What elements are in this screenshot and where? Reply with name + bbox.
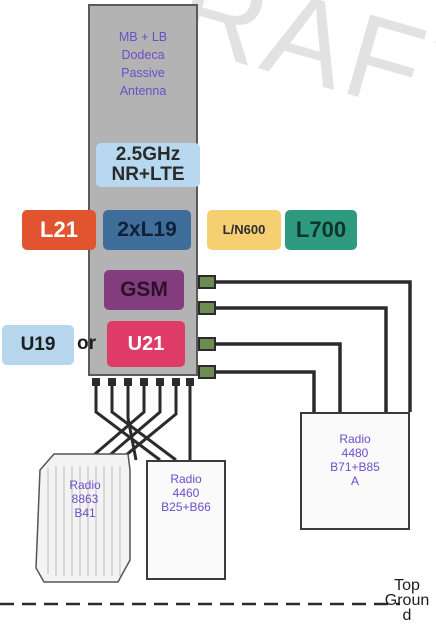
- radio-label: Radio 4480 B71+B85 A: [302, 432, 408, 488]
- side-port-connector: [198, 337, 216, 351]
- crossing-cable: [110, 394, 177, 462]
- side-port-connector: [198, 301, 216, 315]
- radio-8863: Radio 8863 B41: [40, 470, 130, 530]
- crossing-cable: [119, 394, 178, 462]
- ground-label-line: Groun: [384, 592, 430, 609]
- radio-label-line: A: [350, 474, 359, 488]
- radio-label-line: B25+B66: [161, 500, 211, 514]
- antenna-title-line: Antenna: [119, 84, 167, 98]
- band-tag-l700: L700: [285, 210, 357, 250]
- radio-4480: Radio 4480 B71+B85 A: [300, 412, 410, 530]
- top-ground-label: Top Groun d: [378, 577, 436, 624]
- side-port-connector: [198, 365, 216, 379]
- radio-label-line: B71+B85: [330, 460, 380, 474]
- band-tag-gsm: GSM: [104, 270, 184, 310]
- ground-label-line: Top: [394, 577, 420, 594]
- jumper-cable-3: [216, 342, 342, 412]
- crossing-cable: [126, 394, 138, 461]
- or-label: or: [77, 333, 96, 354]
- jumper-cable-4: [216, 370, 316, 412]
- band-tag-l21: L21: [22, 210, 96, 250]
- radio-label-line: 4460: [172, 486, 200, 500]
- antenna-title-line: MB + LB: [118, 30, 168, 44]
- jumper-cable-1: [216, 280, 412, 412]
- band-tag-2xl19: 2xL19: [103, 210, 191, 250]
- crossing-cable: [103, 394, 162, 462]
- band-tag-l-n600: L/N600: [207, 210, 281, 250]
- antenna-title: MB + LB Dodeca Passive Antenna: [90, 28, 196, 100]
- radio-label: Radio 8863 B41: [40, 478, 130, 520]
- dodeca-antenna: MB + LB Dodeca Passive Antenna: [88, 4, 198, 376]
- crossing-cable: [87, 394, 146, 462]
- radio-8863-housing: [35, 453, 131, 583]
- radio-label-line: B41: [74, 506, 96, 520]
- band-tag-u21: U21: [107, 321, 185, 367]
- radio-label-line: 8863: [71, 492, 99, 506]
- band-tag-u19: U19: [2, 325, 74, 365]
- ground-label-line: d: [402, 607, 412, 624]
- band-tag-2-5ghz-nr-lte: 2.5GHz NR+LTE: [96, 143, 200, 187]
- radio-label-line: Radio: [339, 432, 371, 446]
- band-tag-line: 2.5GHz: [115, 144, 181, 165]
- radio-label-line: Radio: [170, 472, 202, 486]
- radio-label-line: 4480: [341, 446, 369, 460]
- antenna-title-line: Dodeca: [121, 48, 165, 62]
- radio-label: Radio 4460 B25+B66: [148, 472, 224, 514]
- jumper-cable-2: [216, 306, 388, 412]
- antenna-title-line: Passive: [121, 66, 165, 80]
- band-tag-line: NR+LTE: [111, 164, 185, 185]
- radio-label-line: Radio: [69, 478, 101, 492]
- radio-4460: Radio 4460 B25+B66: [146, 460, 226, 580]
- side-port-connector: [198, 275, 216, 289]
